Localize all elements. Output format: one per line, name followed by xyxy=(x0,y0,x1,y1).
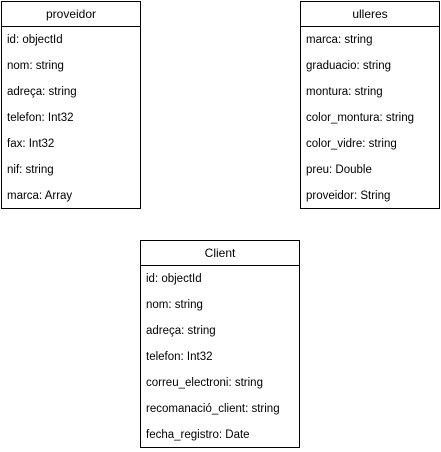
entity-field[interactable]: nom: string xyxy=(146,299,203,311)
entity-fields: id: objectId nom: string adreça: string … xyxy=(141,266,299,448)
entity-field[interactable]: graduacio: string xyxy=(306,60,392,72)
entity-proveidor[interactable]: proveidor id: objectId nom: string adreç… xyxy=(1,1,141,209)
entity-field[interactable]: telefon: Int32 xyxy=(7,112,74,124)
entity-field[interactable]: montura: string xyxy=(306,86,383,98)
entity-field[interactable]: proveidor: String xyxy=(306,190,391,202)
entity-field[interactable]: adreça: string xyxy=(146,325,216,337)
entity-field[interactable]: nom: string xyxy=(7,60,64,72)
entity-field[interactable]: adreça: string xyxy=(7,86,77,98)
entity-field[interactable]: correu_electroni: string xyxy=(146,377,263,389)
entity-field[interactable]: fecha_registro: Date xyxy=(146,429,250,441)
entity-field[interactable]: marca: string xyxy=(306,34,373,46)
entity-field[interactable]: preu: Double xyxy=(306,164,372,176)
entity-ulleres[interactable]: ulleres marca: string graduacio: string … xyxy=(300,1,440,209)
entity-field[interactable]: color_vidre: string xyxy=(306,138,397,150)
entity-field[interactable]: nif: string xyxy=(7,164,54,176)
entity-client[interactable]: Client id: objectId nom: string adreça: … xyxy=(140,240,300,448)
entity-title: Client xyxy=(141,241,299,266)
entity-field[interactable]: telefon: Int32 xyxy=(146,351,213,363)
entity-field[interactable]: recomanació_client: string xyxy=(146,403,280,415)
entity-field[interactable]: marca: Array xyxy=(7,190,73,202)
entity-field[interactable]: id: objectId xyxy=(146,273,202,285)
entity-fields: id: objectId nom: string adreça: string … xyxy=(2,27,140,209)
entity-field[interactable]: fax: Int32 xyxy=(7,138,55,150)
entity-field[interactable]: color_montura: string xyxy=(306,112,415,124)
entity-title: ulleres xyxy=(301,2,439,27)
entity-field[interactable]: id: objectId xyxy=(7,34,63,46)
entity-title: proveidor xyxy=(2,2,140,27)
entity-fields: marca: string graduacio: string montura:… xyxy=(301,27,439,209)
